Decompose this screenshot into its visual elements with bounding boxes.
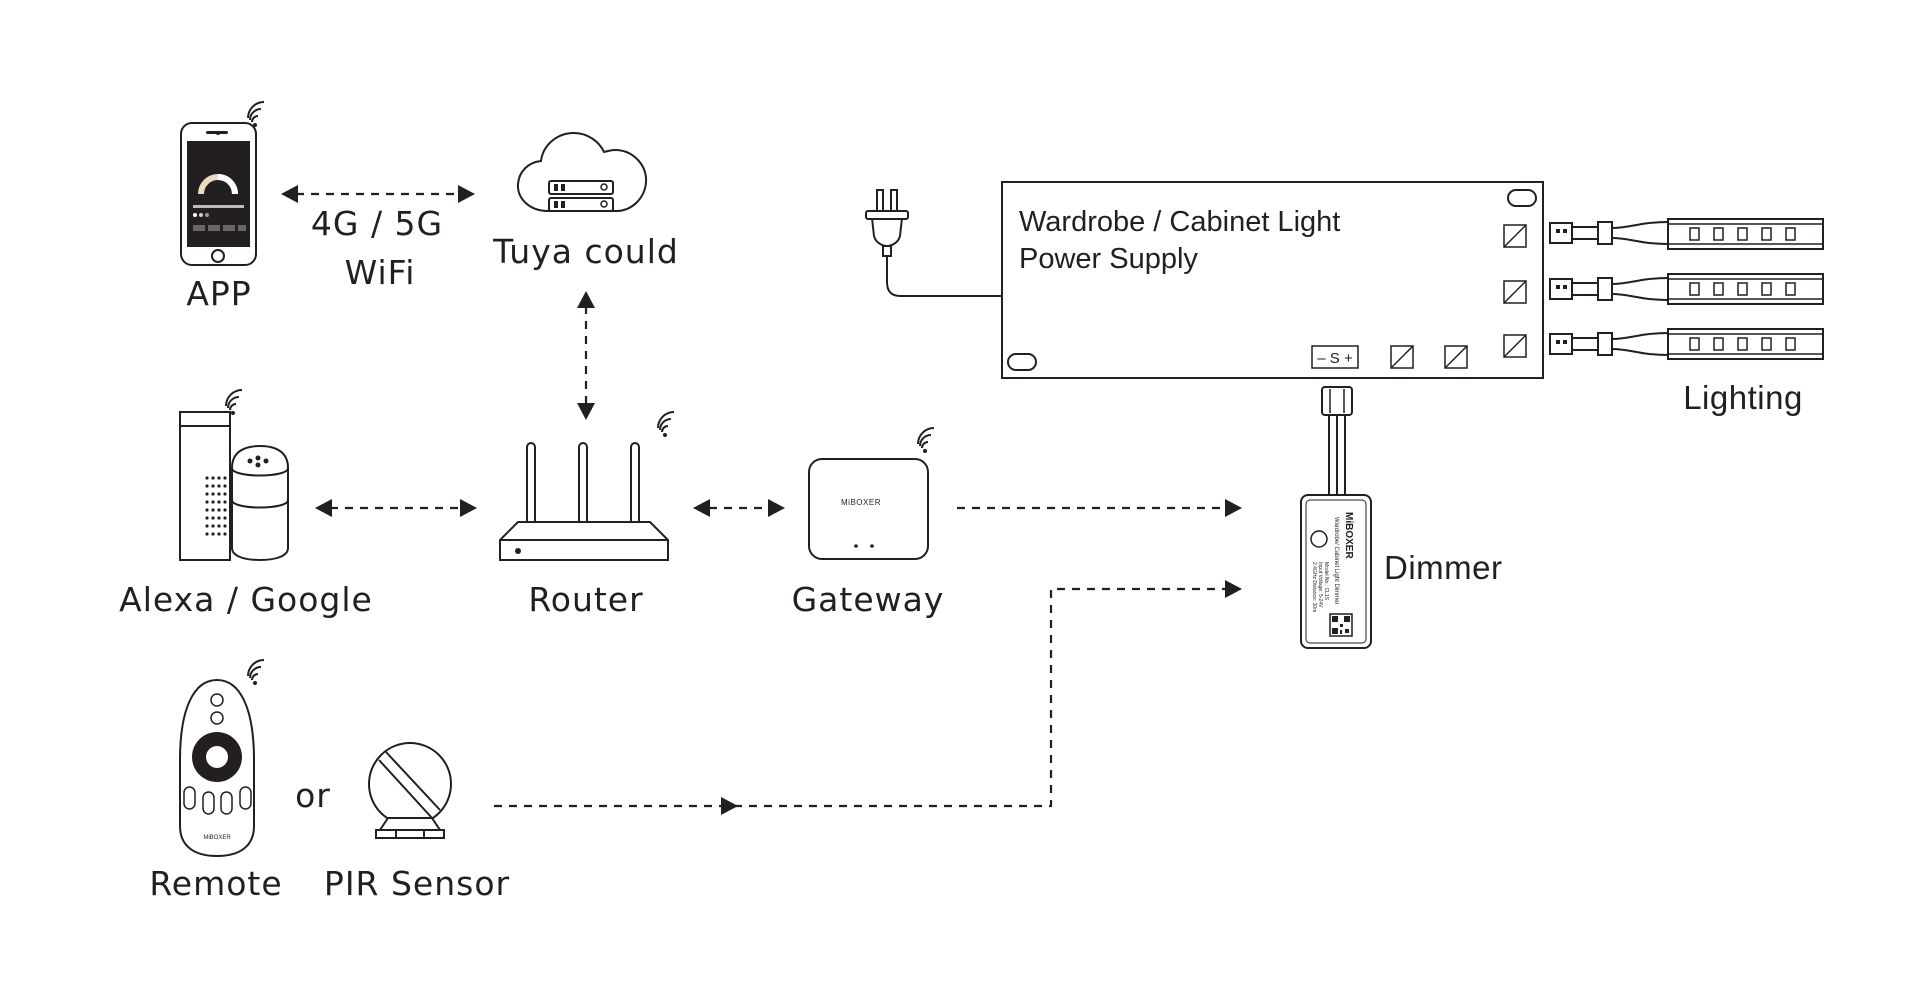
psu-title-line1: Wardrobe / Cabinet Light — [1019, 206, 1341, 238]
dimmer-logo: MiBOXER — [1343, 512, 1354, 559]
remote-dimmer-link — [494, 587, 1226, 808]
led-strip-2 — [1549, 273, 1824, 305]
dimmer-desc-2: Model No.: CL1S — [1323, 562, 1329, 601]
psu-sensor-port: – S + — [1317, 350, 1353, 367]
led-strip-1 — [1549, 218, 1824, 250]
led-strip-3 — [1549, 328, 1824, 360]
pir-sensor-icon — [368, 742, 452, 839]
power-supply-unit: – S + — [865, 181, 1544, 379]
router-icon — [499, 411, 675, 561]
label-gateway: Gateway — [791, 580, 945, 619]
label-or: or — [295, 776, 331, 815]
dimmer-desc-4: 2.4GHz Distance: 30m — [1311, 562, 1317, 612]
label-network-wifi: WiFi — [344, 253, 416, 292]
gateway-icon: MiBOXER — [808, 427, 935, 560]
remote-control-icon: MiBOXER — [179, 659, 265, 858]
smart-speaker-icon — [179, 389, 289, 562]
connections — [296, 192, 1226, 808]
label-alexa-google: Alexa / Google — [119, 580, 373, 619]
dimmer-desc-1: Wardrobe/ Cabinet Light Dimmer — [1333, 517, 1339, 604]
led-strips — [1549, 218, 1824, 360]
label-lighting: Lighting — [1683, 379, 1803, 416]
psu-title-line2: Power Supply — [1019, 243, 1198, 275]
gateway-logo: MiBOXER — [841, 498, 881, 507]
label-router: Router — [528, 580, 644, 619]
phone-app-icon — [180, 101, 265, 266]
dimmer-desc-3: Input Voltage: 5-24V — [1317, 562, 1323, 608]
label-app: APP — [186, 274, 252, 313]
label-cloud: Tuya could — [493, 232, 679, 271]
dimmer-icon: MiBOXER Wardrobe/ Cabinet Light Dimmer M… — [1300, 386, 1372, 649]
output-port-icons — [1390, 224, 1527, 369]
remote-logo: MiBOXER — [203, 835, 231, 841]
cloud-icon — [516, 131, 648, 212]
arrowheads — [281, 185, 1242, 815]
label-dimmer: Dimmer — [1384, 549, 1503, 586]
label-network-4g5g: 4G / 5G — [310, 204, 444, 243]
label-pir-sensor: PIR Sensor — [323, 864, 511, 903]
label-remote: Remote — [149, 864, 283, 903]
